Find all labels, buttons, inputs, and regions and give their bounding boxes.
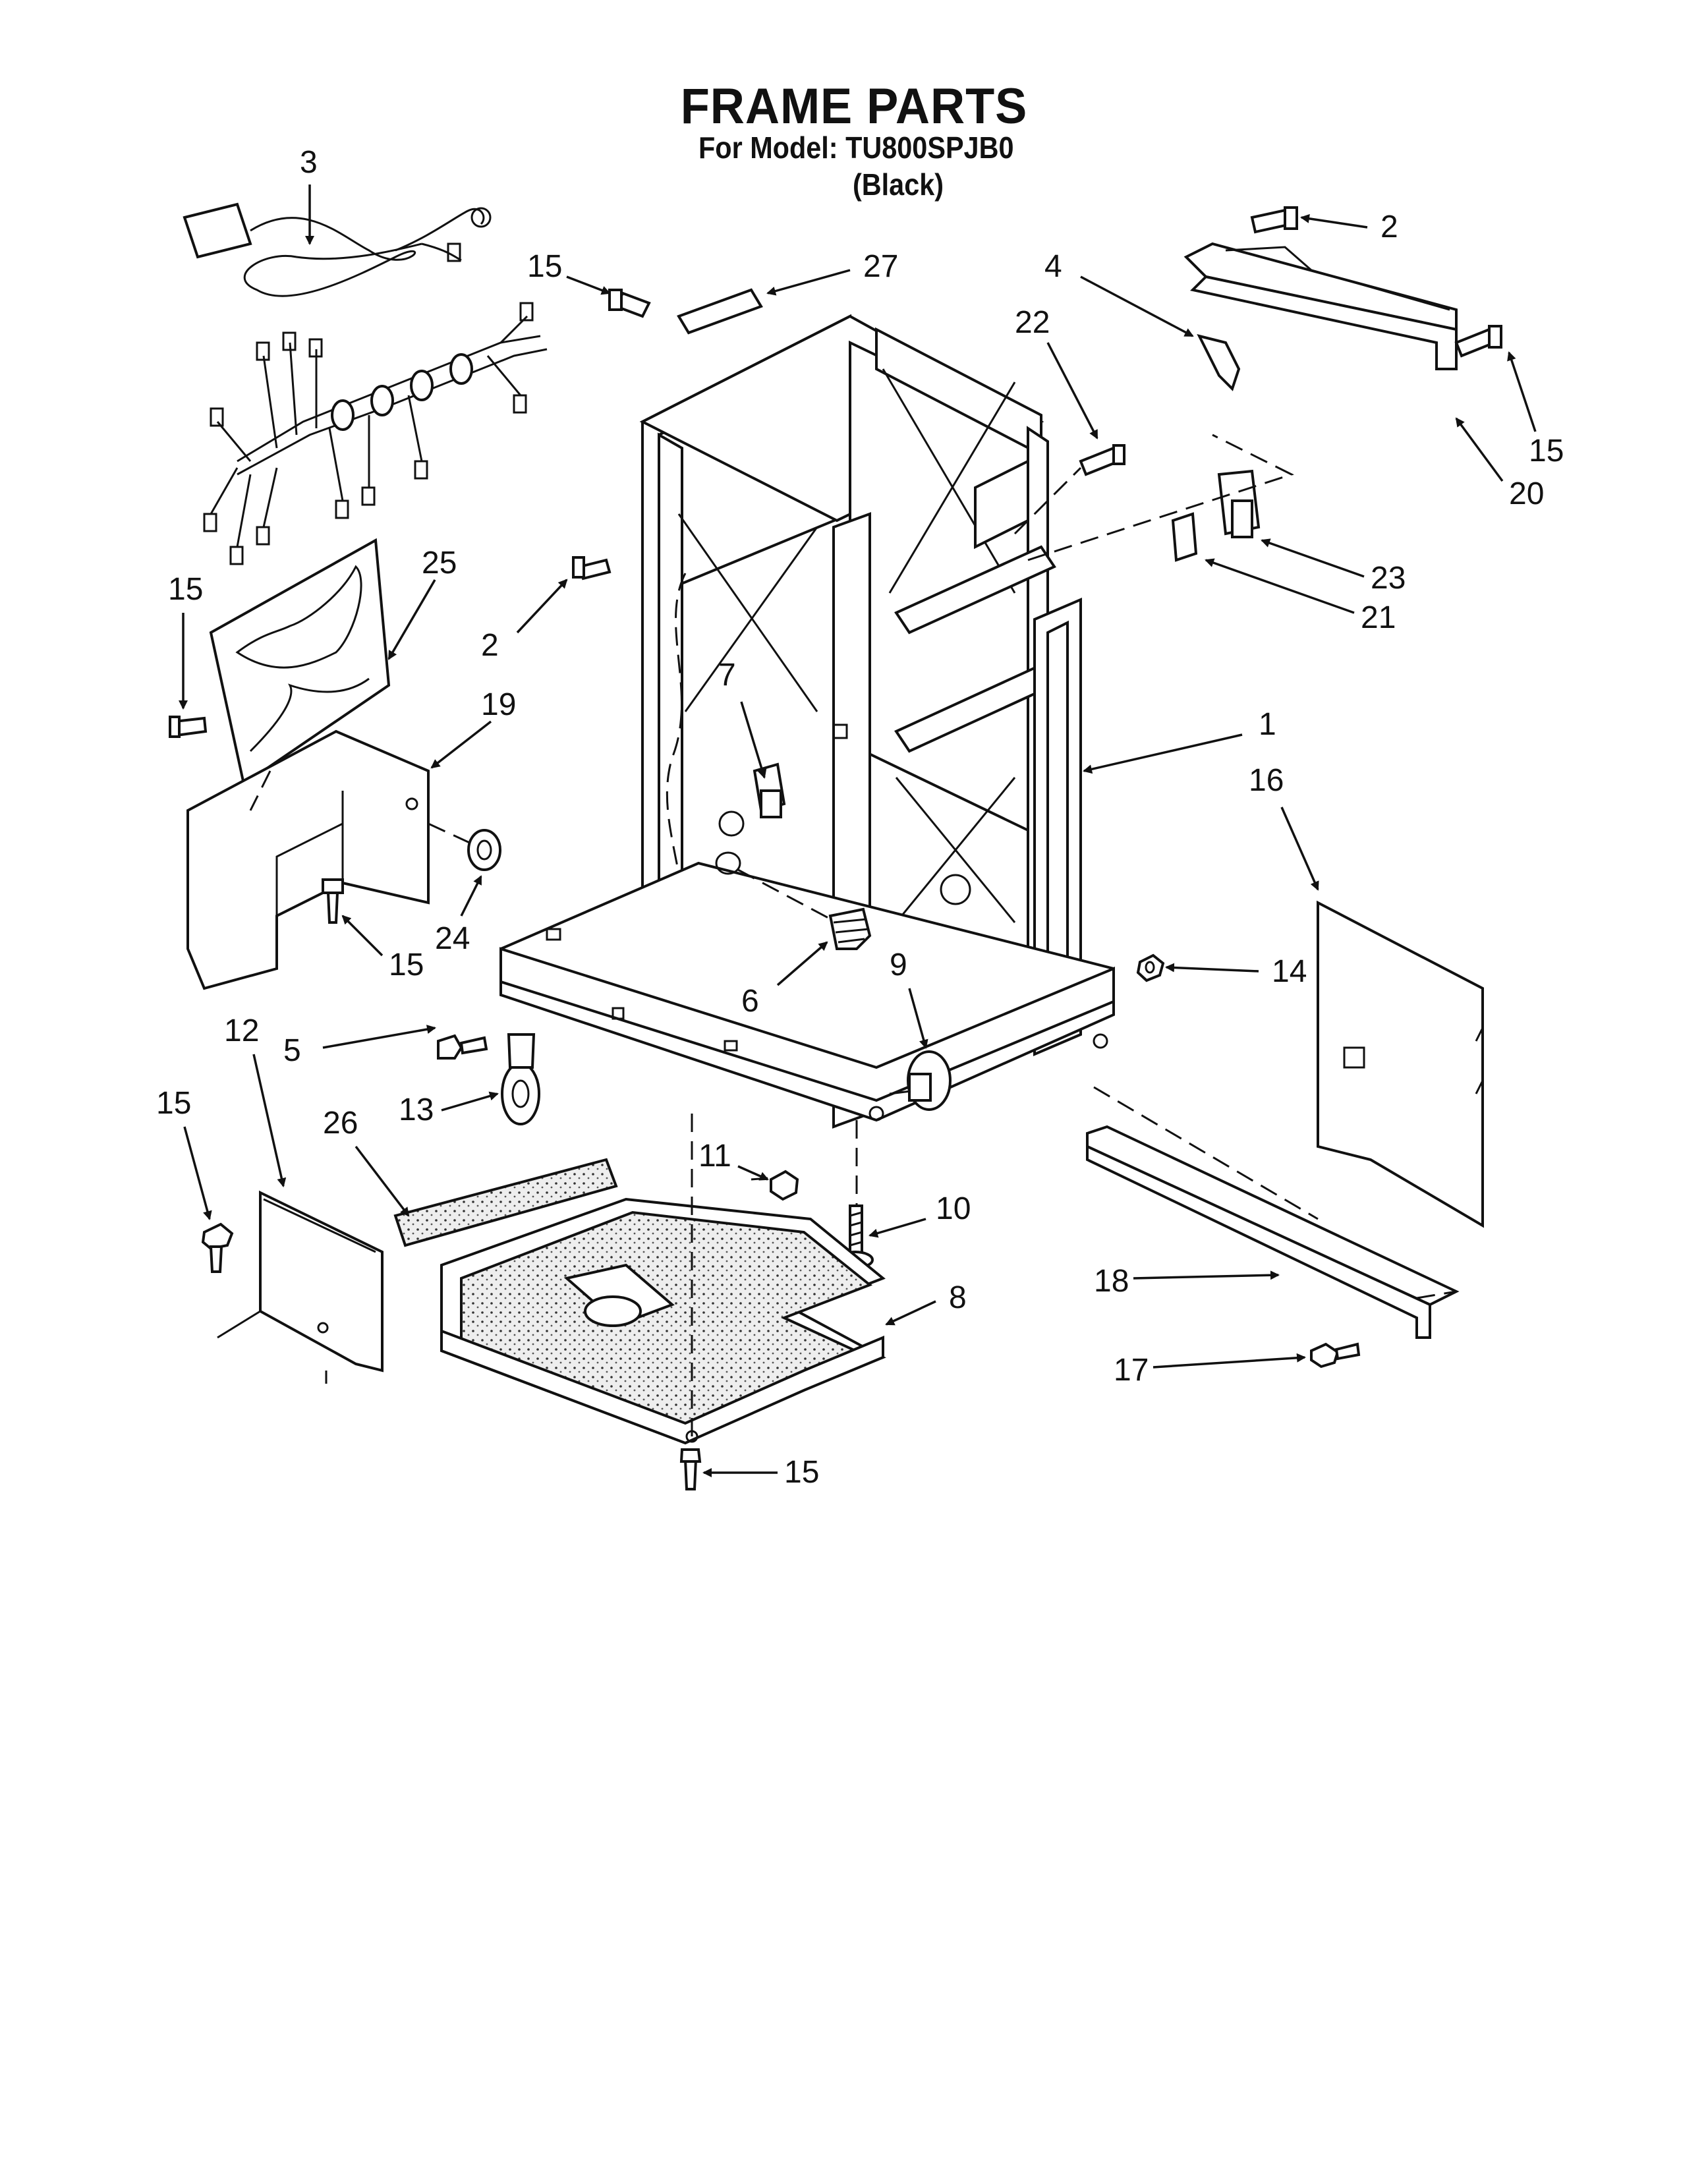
base-rail-18 [1086, 1086, 1460, 1339]
callout-6: 6 [741, 984, 759, 1019]
callout-15-bottom: 15 [784, 1455, 819, 1490]
side-panel-25 [209, 538, 391, 787]
shield-bracket-19 [186, 729, 430, 990]
screw-15-bracket [322, 878, 344, 924]
callout-7: 7 [718, 658, 736, 693]
callout-labels: 3 15 27 4 2 22 15 20 23 21 25 15 2 19 7 … [156, 145, 1564, 1490]
sensor-9 [889, 1050, 952, 1111]
callout-14: 14 [1272, 954, 1307, 989]
callout-4: 4 [1044, 249, 1062, 284]
page-title: FRAME PARTS [680, 78, 1028, 134]
callout-15-bracket: 15 [389, 948, 424, 982]
base-pan-8 [440, 1197, 886, 1445]
back-panel-16 [1317, 900, 1484, 1228]
callout-26: 26 [323, 1106, 358, 1141]
callout-15-lowleft: 15 [156, 1086, 191, 1121]
callout-12: 12 [224, 1013, 259, 1048]
model-color: (Black) [853, 167, 944, 202]
switch-23 [1027, 434, 1294, 561]
screw-15-right [1454, 325, 1502, 358]
callout-25: 25 [422, 546, 457, 581]
callout-15-left: 15 [168, 572, 203, 607]
bracket-12 [217, 1190, 384, 1384]
callout-8: 8 [949, 1280, 967, 1315]
spring-6 [715, 851, 872, 950]
top-rail-20 [1183, 242, 1458, 370]
model-number: For Model: TU800SPJB0 [698, 130, 1014, 165]
screw-5 [437, 1034, 488, 1060]
callout-2-top: 2 [1381, 210, 1398, 244]
nut-14 [1136, 953, 1165, 982]
screw-15-left [169, 716, 208, 738]
screw-2-mid [572, 556, 612, 581]
callout-21: 21 [1361, 600, 1396, 635]
model-subtitle: For Model: TU800SPJB0 (Black) [698, 129, 1014, 203]
caster-13 [501, 1033, 540, 1125]
callout-15-top: 15 [527, 249, 562, 284]
callout-1: 1 [1259, 707, 1276, 742]
bracket-27 [677, 288, 763, 335]
callout-15-right: 15 [1529, 434, 1564, 468]
callout-27: 27 [863, 249, 898, 284]
main-frame [499, 314, 1115, 1129]
callout-18: 18 [1094, 1264, 1129, 1299]
callout-13: 13 [399, 1092, 434, 1127]
callout-3: 3 [300, 145, 318, 180]
screw-17 [1310, 1342, 1361, 1369]
callout-16: 16 [1249, 763, 1284, 798]
callout-5: 5 [283, 1033, 301, 1068]
screw-22 [1013, 444, 1125, 535]
screw-15-top [608, 289, 651, 318]
callout-24: 24 [435, 921, 470, 956]
callout-17: 17 [1114, 1353, 1149, 1388]
callout-2-mid: 2 [481, 628, 499, 663]
callout-22: 22 [1015, 305, 1050, 340]
callout-19: 19 [481, 687, 516, 722]
foam-strip-26 [393, 1158, 618, 1247]
wire-harness-and-cord [183, 202, 548, 565]
callout-9: 9 [890, 948, 907, 982]
screw-15-lowleft [201, 1222, 234, 1273]
callout-20: 20 [1509, 476, 1544, 511]
callout-10: 10 [936, 1191, 971, 1226]
plate-21 [1171, 512, 1198, 562]
callout-23: 23 [1371, 561, 1406, 596]
clip-4 [1197, 334, 1241, 391]
screw-2-top [1250, 206, 1298, 234]
grommet-24 [428, 822, 501, 871]
callout-11: 11 [698, 1139, 731, 1174]
screw-15-bottom [679, 1448, 702, 1490]
